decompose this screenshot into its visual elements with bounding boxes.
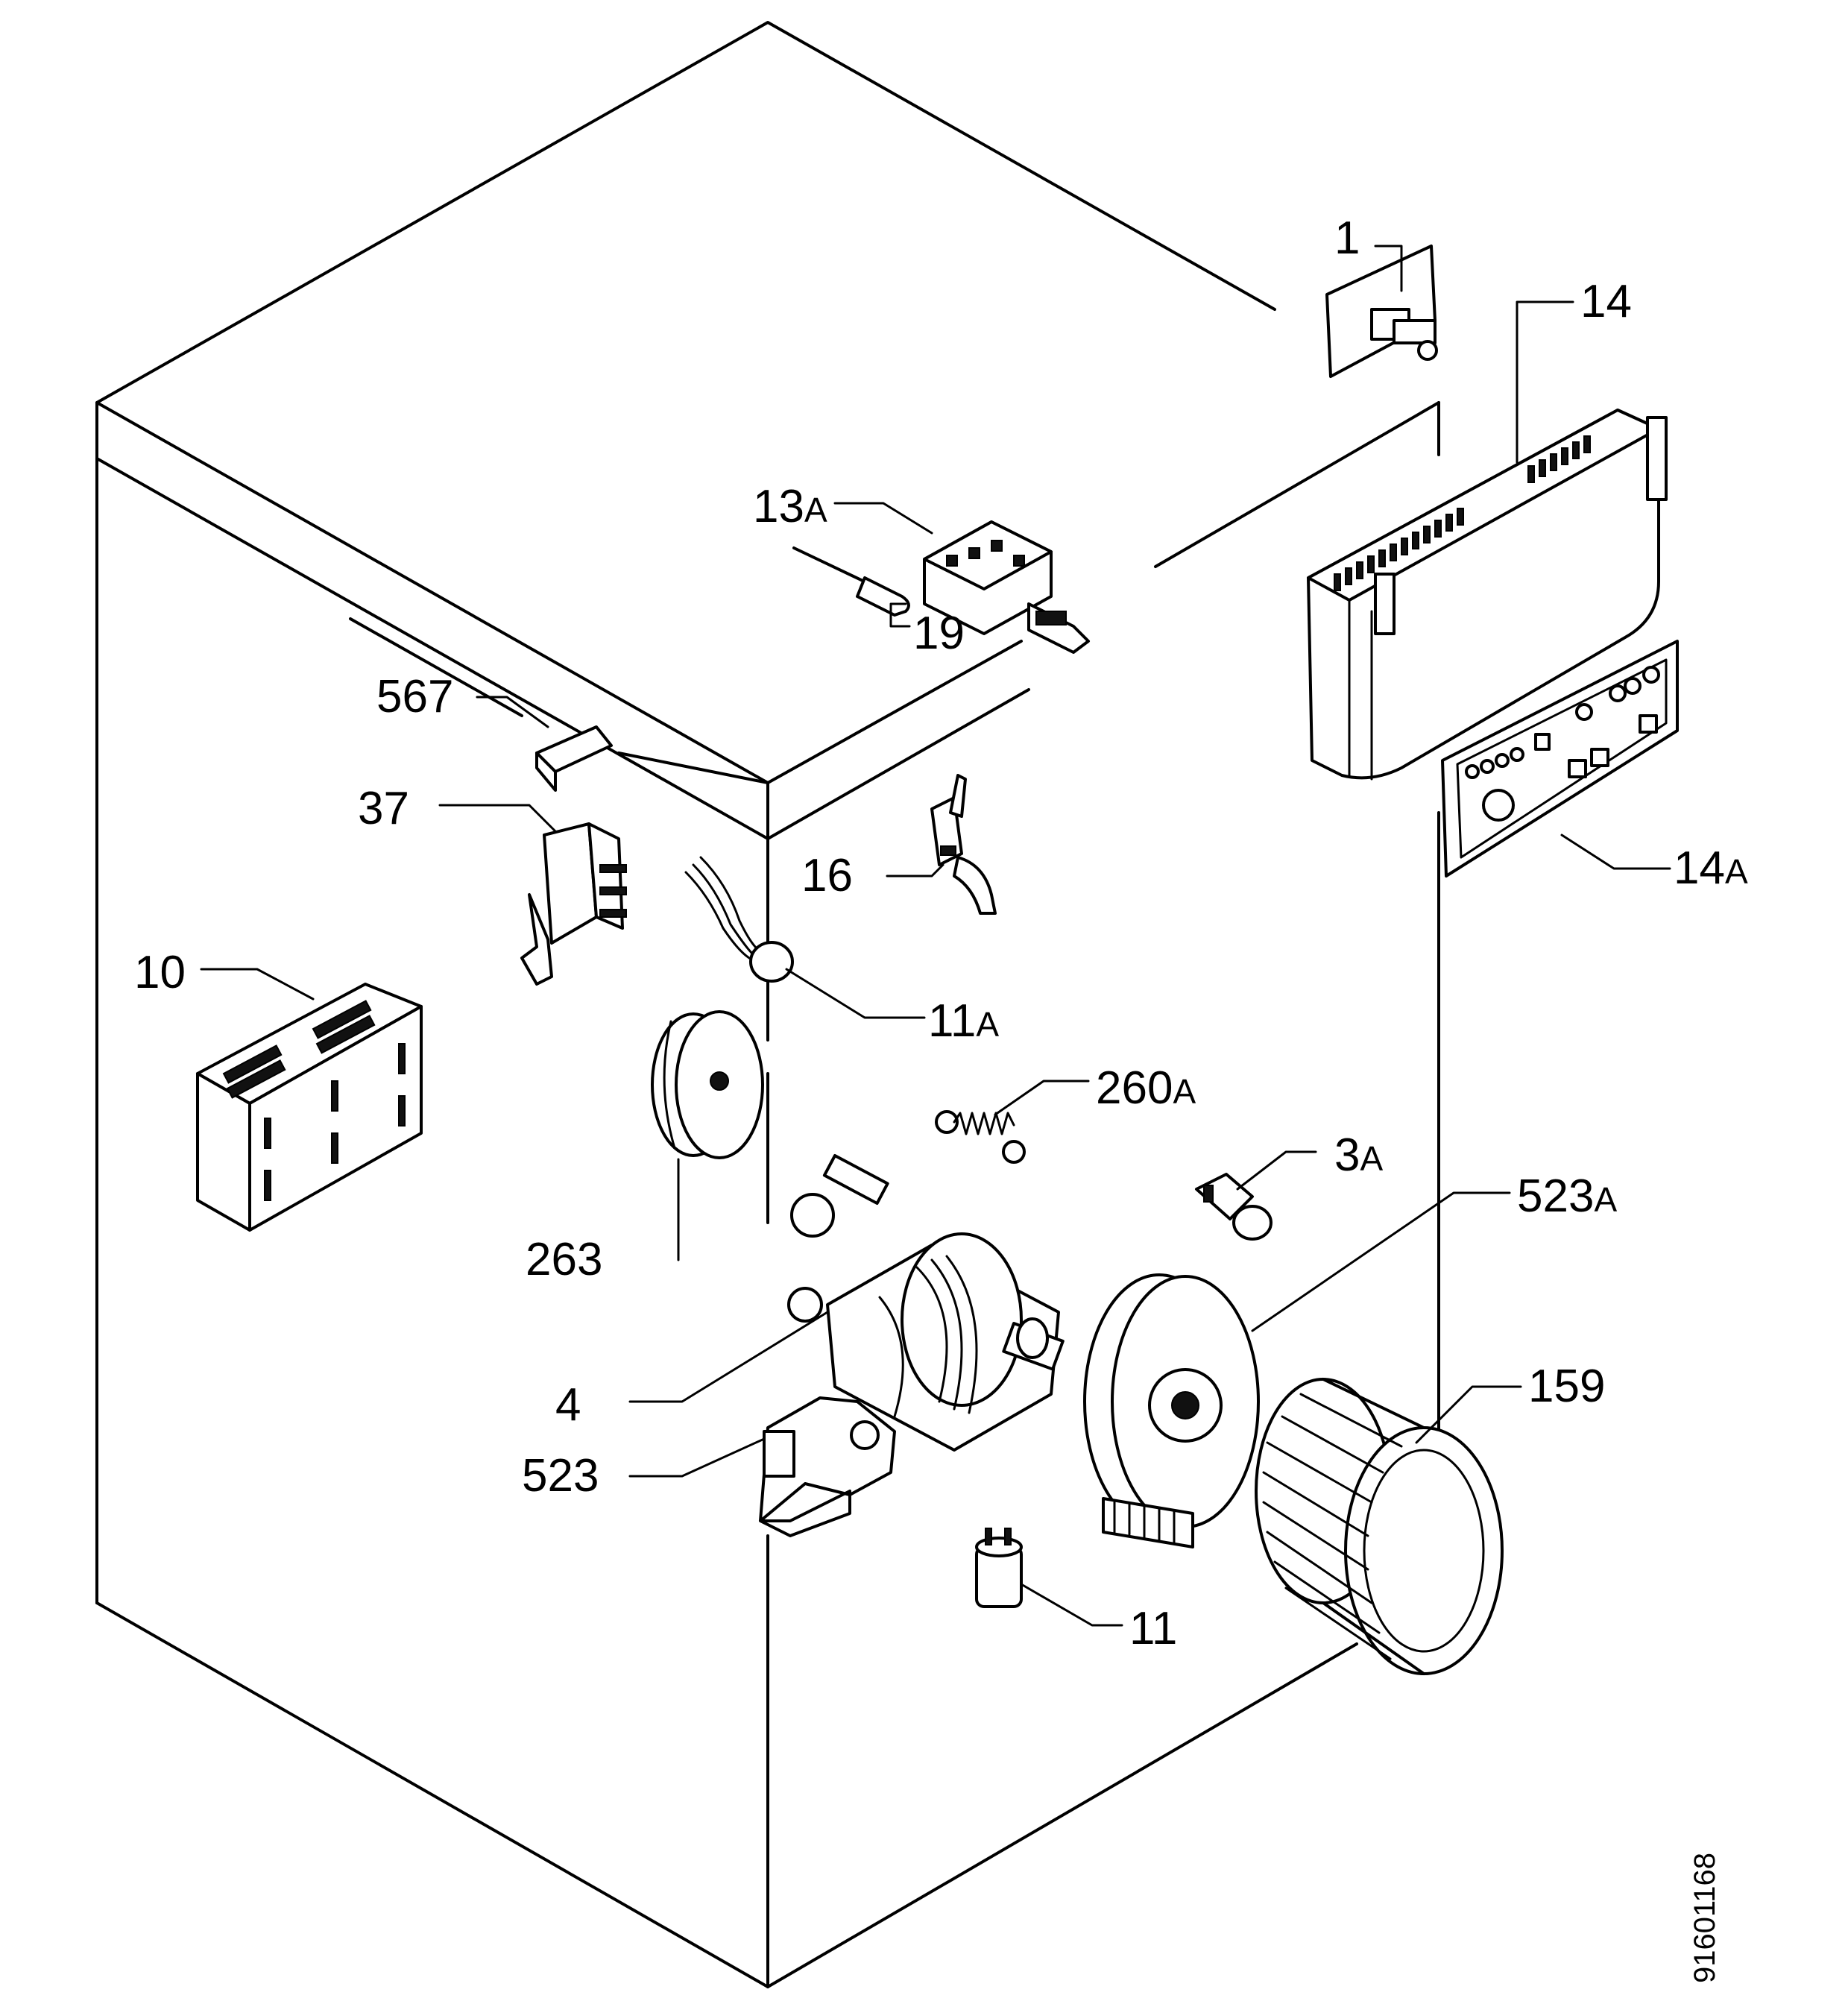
part-19-sensor-rod: [792, 546, 910, 617]
label-159: 159: [1528, 1361, 1605, 1412]
label-19: 19: [913, 608, 965, 659]
label-11: 11: [1129, 1603, 1177, 1654]
part-567-clip: [535, 725, 613, 792]
part-11a-cable: [684, 856, 794, 983]
label-10: 10: [134, 947, 186, 998]
part-523a-fan-housing: [1083, 1273, 1260, 1548]
part-37-door-lock: [520, 822, 627, 986]
label-4: 4: [555, 1379, 581, 1431]
part-263-pulley: [651, 1010, 764, 1159]
part-4-motor: [787, 1154, 1065, 1452]
part-labels: 1 14 13A 19 567 37 16 14A 10 11A 260A 3A…: [134, 212, 1748, 1654]
label-523: 523: [522, 1450, 599, 1502]
label-260a: 260A: [1096, 1062, 1196, 1114]
label-567: 567: [376, 671, 453, 722]
part-13a-terminal-block: [923, 520, 1090, 654]
drawing-number: 91601168: [1688, 1853, 1721, 1983]
label-263: 263: [526, 1234, 602, 1285]
label-11a: 11A: [928, 995, 999, 1047]
part-14-control-housing: [1307, 409, 1668, 781]
part-159-fan-wheel: [1255, 1378, 1504, 1675]
part-1-switch: [1325, 245, 1438, 378]
part-10-heater: [196, 983, 423, 1232]
part-3a-thermostat: [1195, 1173, 1273, 1241]
label-16: 16: [801, 850, 853, 901]
part-11-capacitor: [975, 1528, 1023, 1608]
part-523-bracket: [759, 1396, 896, 1537]
leader-lines: [200, 245, 1671, 1627]
label-523a: 523A: [1517, 1170, 1617, 1222]
part-16-microswitch: [930, 774, 997, 915]
label-13a: 13A: [753, 481, 827, 532]
label-14a: 14A: [1674, 842, 1748, 894]
label-37: 37: [358, 783, 409, 834]
part-14a-control-panel: [1441, 640, 1679, 877]
label-1: 1: [1334, 212, 1360, 264]
label-3a: 3A: [1334, 1129, 1383, 1181]
label-14: 14: [1580, 276, 1632, 327]
cabinet-outline: [95, 21, 1440, 1988]
part-260a-spring: [935, 1110, 1026, 1164]
